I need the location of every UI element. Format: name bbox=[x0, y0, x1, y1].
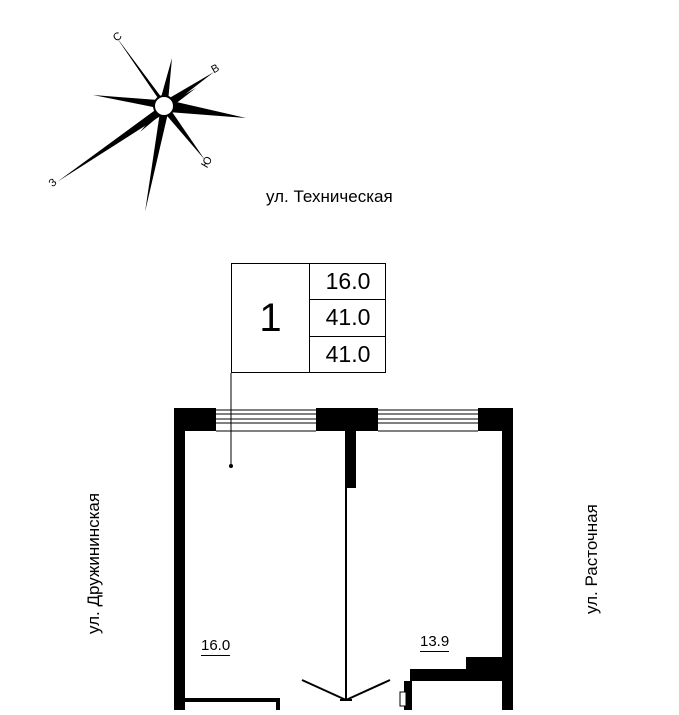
legend-value-2: 41.0 bbox=[310, 299, 386, 335]
room-area-right: 13.9 bbox=[420, 633, 450, 652]
room-area-left: 16.0 bbox=[201, 637, 231, 656]
compass-rose: С В Ю З bbox=[0, 0, 260, 220]
apartment-legend: 1 16.0 41.0 41.0 bbox=[231, 263, 386, 373]
street-top-label: ул. Техническая bbox=[266, 187, 393, 206]
legend-value-3: 41.0 bbox=[310, 335, 386, 372]
legend-values: 16.0 41.0 41.0 bbox=[309, 264, 386, 372]
room-count: 1 bbox=[259, 295, 282, 340]
compass-star-icon bbox=[57, 38, 246, 212]
legend-value-1: 16.0 bbox=[325, 268, 371, 295]
